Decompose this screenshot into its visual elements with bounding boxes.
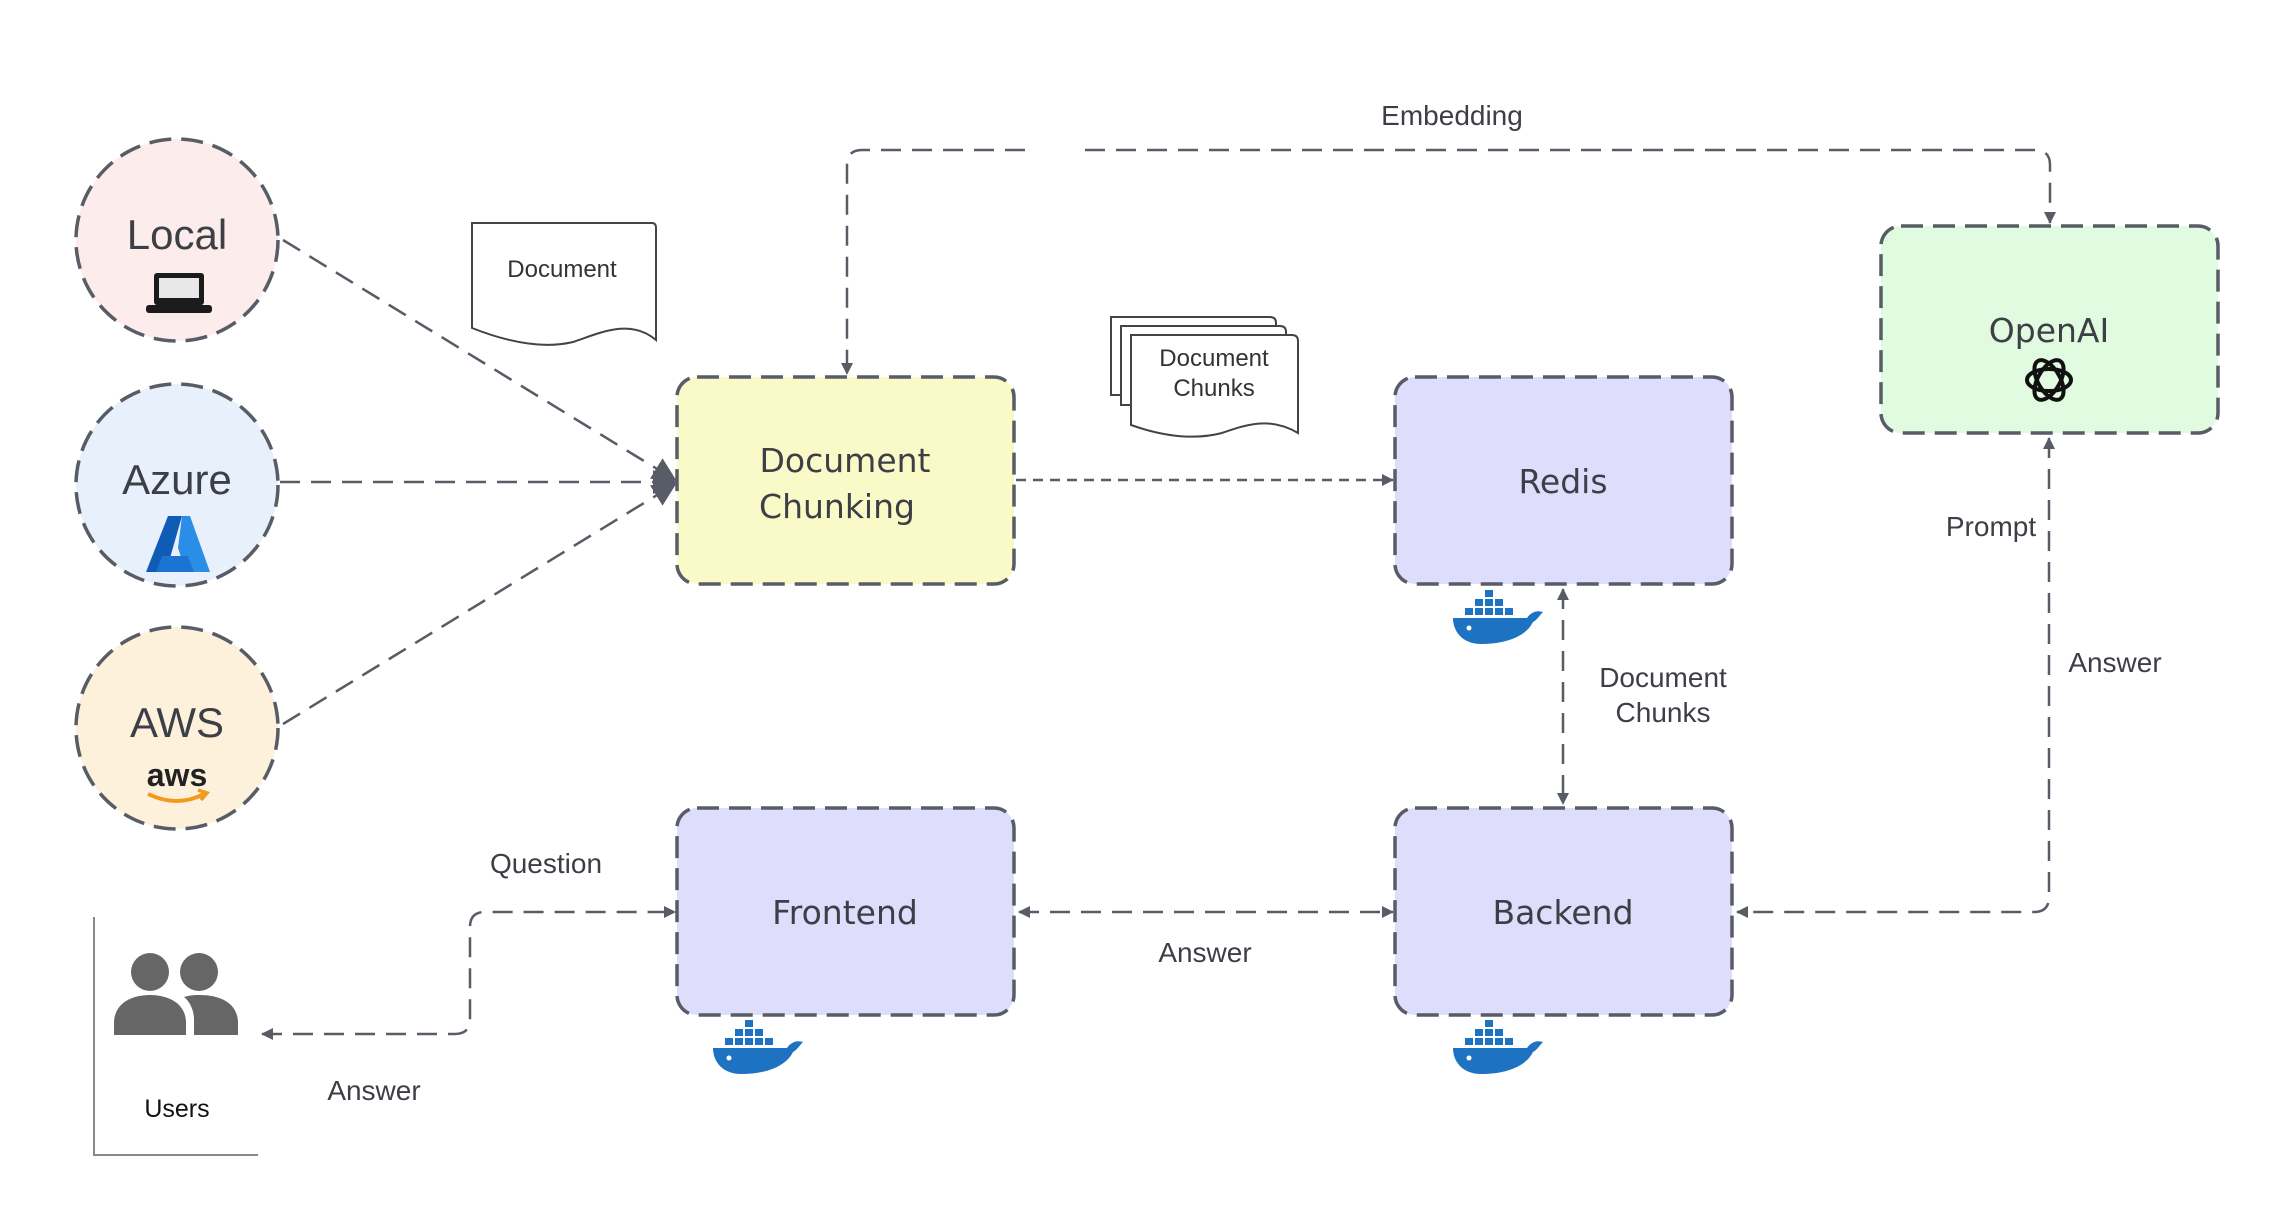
prompt-label: Prompt	[1946, 511, 2036, 542]
backend-box	[1393, 806, 1734, 1017]
redis-label: Redis	[1518, 462, 1607, 501]
users-answer-label: Answer	[327, 1075, 420, 1106]
document-chunking-label-2: Chunking	[759, 487, 915, 526]
question-label: Question	[490, 848, 602, 879]
users-label: Users	[144, 1095, 209, 1123]
edge-embedding-to-openai	[1085, 148, 2056, 224]
redis-backend-label-2: Chunks	[1616, 697, 1711, 728]
docker-icon	[1453, 590, 1543, 644]
frontend-label: Frontend	[772, 893, 918, 932]
openai-logo-icon	[2025, 358, 2073, 402]
document-shape: Document	[471, 222, 657, 346]
source-aws: AWS aws	[74, 625, 280, 831]
azure-label: Azure	[122, 456, 232, 503]
redis-backend-label-1: Document	[1599, 662, 1727, 693]
azure-logo-icon	[146, 516, 210, 572]
source-azure: Azure	[74, 382, 280, 588]
backend-node: Backend	[1393, 806, 1734, 1074]
local-label: Local	[127, 211, 227, 258]
document-chunks-label-2: Chunks	[1173, 375, 1254, 402]
aws-label: AWS	[130, 699, 224, 746]
users-icon	[114, 953, 238, 1035]
document-chunking-node: Document Chunking	[675, 375, 1016, 586]
embedding-label: Embedding	[1381, 100, 1523, 131]
redis-box	[1393, 375, 1734, 586]
source-local: Local	[74, 137, 280, 343]
edge-openai-backend	[1736, 437, 2055, 918]
docker-icon	[713, 1020, 803, 1074]
docker-icon	[1453, 1020, 1543, 1074]
edge-aws-to-chunking	[282, 482, 677, 726]
aws-logo-icon: aws	[147, 757, 211, 803]
openai-label: OpenAI	[1989, 311, 2109, 350]
frontend-backend-answer-label: Answer	[1158, 937, 1251, 968]
aws-circle	[74, 625, 280, 831]
redis-node: Redis	[1393, 375, 1734, 644]
document-shape-label: Document	[507, 256, 617, 283]
document-chunking-label-1: Document	[760, 441, 931, 480]
openai-answer-label: Answer	[2068, 647, 2161, 678]
edge-labels: Embedding Prompt Answer Document Chunks …	[327, 98, 2162, 1106]
document-chunking-box	[675, 375, 1016, 586]
edges	[261, 148, 2056, 1040]
backend-label: Backend	[1492, 893, 1633, 932]
edge-users-frontend	[261, 906, 676, 1040]
users-node: Users	[93, 917, 258, 1156]
frontend-node: Frontend	[675, 806, 1016, 1074]
document-chunks-shape: Document Chunks	[1110, 316, 1299, 438]
openai-box	[1879, 224, 2220, 435]
edge-embedding	[841, 148, 1025, 375]
local-circle	[74, 137, 280, 343]
frontend-box	[675, 806, 1016, 1017]
openai-node: OpenAI	[1879, 224, 2220, 435]
edge-local-to-chunking	[282, 238, 677, 482]
aws-logo-text: aws	[147, 757, 207, 793]
document-chunks-label-1: Document	[1159, 345, 1269, 372]
azure-circle	[74, 382, 280, 588]
laptop-icon	[146, 273, 212, 313]
